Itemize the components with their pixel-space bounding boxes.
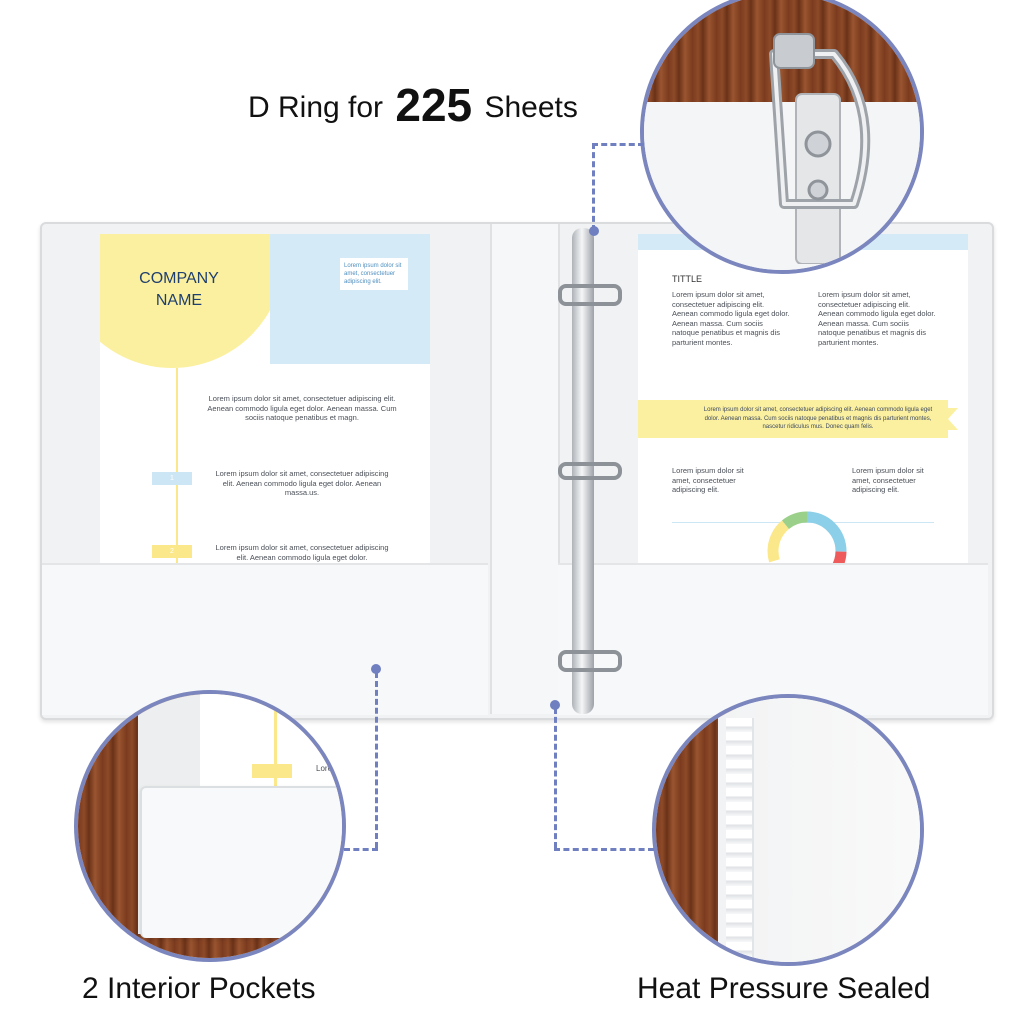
zoom-d-ring <box>640 0 924 274</box>
speech-bubble: Lorem ipsum dolor sit amet, consectetuer… <box>340 258 408 290</box>
headline-suffix: Sheets <box>484 91 578 124</box>
zoom-pocket-tag <box>252 764 292 778</box>
step-1-tag: 1 <box>152 472 192 485</box>
banner-tail <box>948 408 958 430</box>
connector-right-h <box>554 848 654 851</box>
d-ring-icon <box>769 33 871 264</box>
ring-top <box>558 284 622 306</box>
left-pocket <box>42 563 488 715</box>
ring-bottom <box>558 650 622 672</box>
right-small-1: Lorem ipsum dolor sit amet, consectetuer… <box>672 466 744 494</box>
banner-text: Lorem ipsum dolor sit amet, consectetuer… <box>703 407 933 430</box>
connector-top-h <box>592 143 644 146</box>
connector-top-dot <box>589 226 599 236</box>
right-small-2: Lorem ipsum dolor sit amet, consectetuer… <box>852 466 924 494</box>
step-1-num: 1 <box>170 475 174 482</box>
zoom-pocket-page <box>200 694 342 794</box>
timeline-line <box>176 368 178 566</box>
binder-spine <box>490 224 560 714</box>
right-title: TITTLE <box>672 274 703 284</box>
donut-chart <box>767 511 847 566</box>
ring-bar <box>572 228 594 714</box>
zoom-seal-edge <box>726 718 754 958</box>
headline: D Ring for 225 Sheets <box>248 78 578 132</box>
yellow-banner <box>638 400 948 438</box>
left-paragraph: Lorem ipsum dolor sit amet, consectetuer… <box>207 394 397 422</box>
zoom-pocket-timeline <box>274 694 277 786</box>
step-1-text: Lorem ipsum dolor sit amet, consectetuer… <box>215 469 389 497</box>
zoom-pocket: Lore <box>74 690 346 962</box>
right-page: TITTLE Lorem ipsum dolor sit amet, conse… <box>638 234 968 566</box>
left-page: COMPANY NAME Lorem ipsum dolor sit amet,… <box>100 234 430 566</box>
zoom-pocket-text: Lore <box>316 764 333 773</box>
right-col-2: Lorem ipsum dolor sit amet, consectetuer… <box>818 290 936 347</box>
connector-top-v <box>592 143 595 231</box>
headline-number: 225 <box>395 79 473 131</box>
step-2-text: Lorem ipsum dolor sit amet, consectetuer… <box>215 543 389 562</box>
connector-left-dot <box>371 664 381 674</box>
headline-prefix: D Ring for <box>248 91 384 124</box>
caption-pockets: 2 Interior Pockets <box>82 972 316 1005</box>
connector-right-v <box>554 708 557 848</box>
ring-middle <box>558 462 622 480</box>
zoom-pocket-flap <box>140 786 342 938</box>
blue-band <box>270 234 430 364</box>
step-2-num: 2 <box>170 548 174 555</box>
right-pocket <box>558 563 988 715</box>
connector-right-dot <box>550 700 560 710</box>
connector-left-v <box>375 672 378 848</box>
zoom-heat-seal <box>652 694 924 966</box>
right-col-1: Lorem ipsum dolor sit amet, consectetuer… <box>672 290 790 347</box>
company-name: COMPANY NAME <box>139 270 219 309</box>
connector-left-h <box>344 848 378 851</box>
step-2-tag: 2 <box>152 545 192 558</box>
caption-heat-sealed: Heat Pressure Sealed <box>637 972 931 1005</box>
